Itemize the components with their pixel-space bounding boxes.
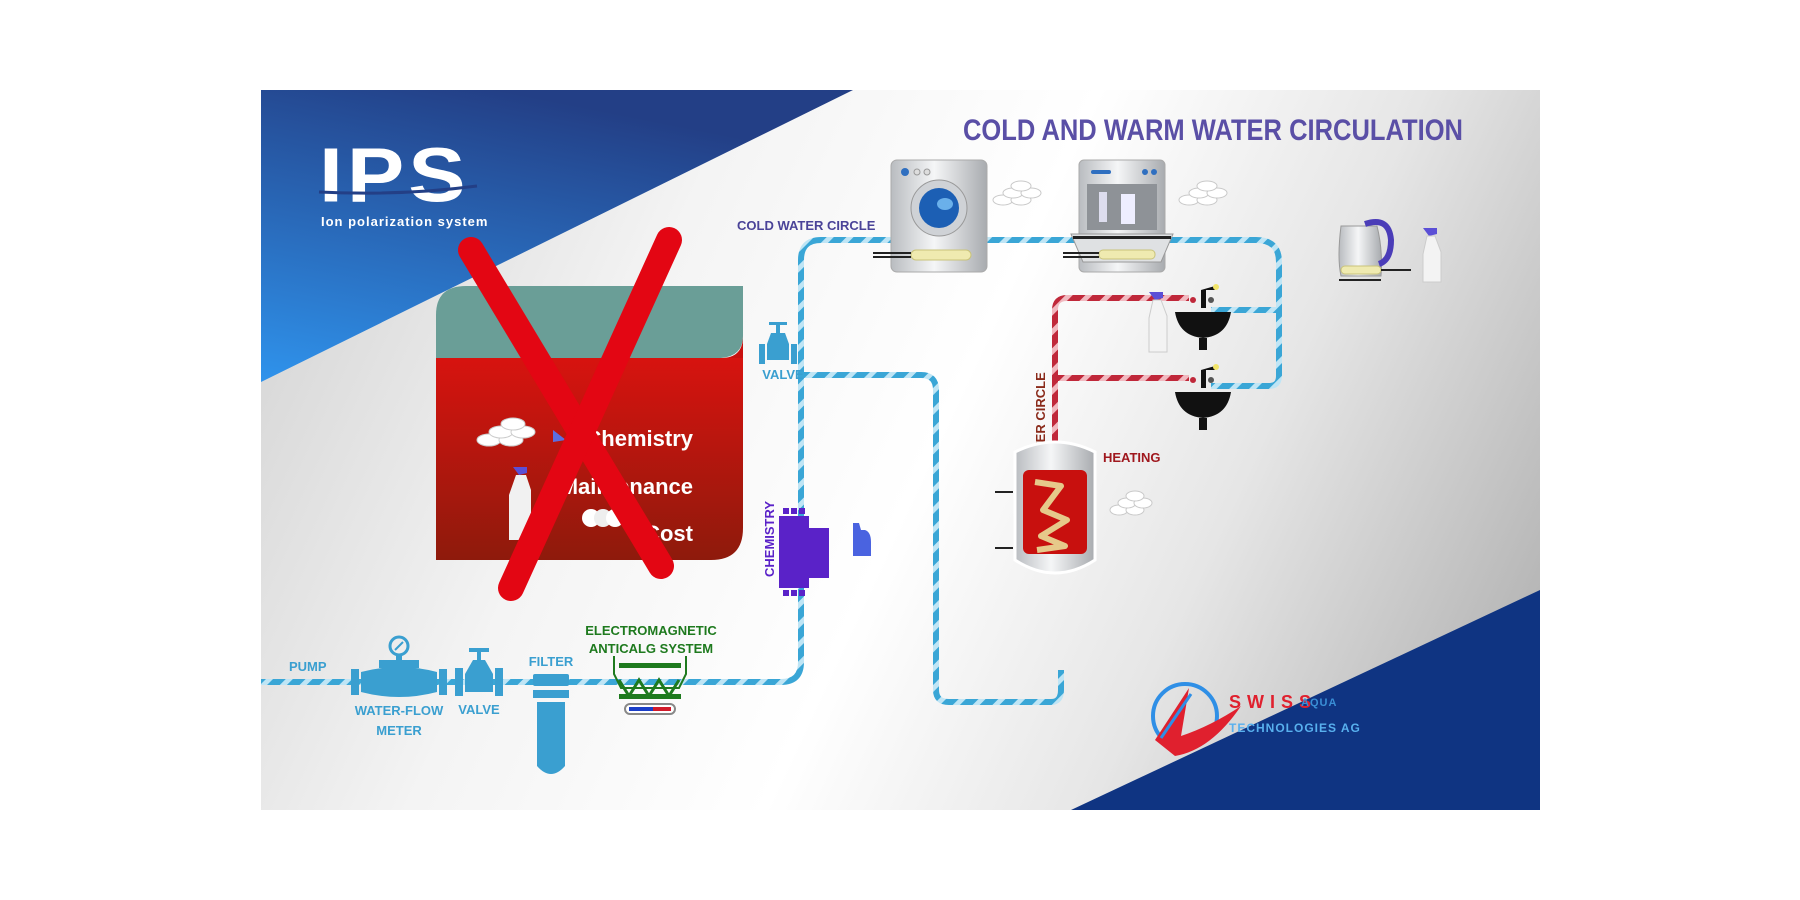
detergent-tablets-icon — [992, 180, 1042, 206]
cold-water-pipes — [261, 237, 1282, 705]
detergent-tablets-icon — [1178, 180, 1228, 206]
blue-band-bottom-right — [1071, 590, 1540, 810]
valve-icon[interactable] — [455, 648, 503, 696]
heating-label: HEATING — [1103, 450, 1161, 465]
logo-subtitle: Ion polarization system — [321, 214, 488, 229]
warm-water-pipes — [1052, 295, 1189, 520]
ips-logo: IPS Ion polarization system — [318, 133, 488, 229]
spray-bottle-icon — [1148, 292, 1168, 353]
filter-label: FILTER — [529, 654, 574, 669]
brand-name-aqua: AQUA — [1301, 697, 1337, 709]
water-heater-icon — [995, 440, 1097, 575]
flow-meter-label-2: METER — [376, 723, 422, 738]
brand-name-technologies: TECHNOLOGIES AG — [1229, 721, 1361, 735]
chemical-canister-icon — [853, 523, 871, 556]
valve-branch-label: VALVE — [762, 367, 804, 382]
tablets-icon — [476, 417, 536, 447]
spray-bottle-icon — [1422, 228, 1442, 283]
spray-bottle-icon — [509, 467, 531, 540]
dishwasher-icon — [1063, 159, 1174, 273]
cross-out-icon — [458, 227, 682, 601]
swiss-aqua-brand-logo: SWISS AQUA TECHNOLOGIES AG — [1151, 682, 1361, 756]
pump-label: PUMP — [289, 659, 327, 674]
page-title: COLD AND WARM WATER CIRCULATION — [963, 114, 1463, 147]
branch-valve-icon[interactable] — [759, 322, 797, 364]
electromagnetic-label-2: ANTICALG SYSTEM — [589, 641, 713, 656]
logo-title: IPS — [319, 133, 470, 219]
chemistry-label: CHEMISTRY — [762, 501, 777, 577]
washing-machine-icon — [873, 159, 988, 273]
brand-name-swiss: SWISS — [1229, 692, 1317, 712]
electromagnetic-anticalg-icon — [613, 656, 687, 715]
funnel-icon — [553, 430, 566, 442]
sink-icon[interactable] — [1175, 284, 1231, 350]
blue-band-top-left — [261, 90, 853, 382]
detergent-tablets-icon — [1109, 490, 1153, 516]
diagram-canvas: IPS Ion polarization system COLD AND WAR… — [261, 90, 1540, 810]
kettle-icon — [1338, 219, 1411, 281]
filter-icon — [533, 674, 569, 774]
valve-main-label: VALVE — [458, 702, 500, 717]
chemistry-dosing-unit-icon — [779, 508, 829, 596]
electromagnetic-label-1: ELECTROMAGNETIC — [585, 623, 717, 638]
flow-meter-label-1: WATER-FLOW — [355, 703, 444, 718]
chemistry-maintenance-cost-box: Chemistry Maintenance Cost — [436, 227, 743, 601]
sink-icon[interactable] — [1175, 364, 1231, 430]
water-flow-meter-icon — [351, 635, 447, 697]
cold-circle-label: COLD WATER CIRCLE — [737, 218, 876, 233]
infographic: IPS Ion polarization system COLD AND WAR… — [261, 90, 1540, 810]
